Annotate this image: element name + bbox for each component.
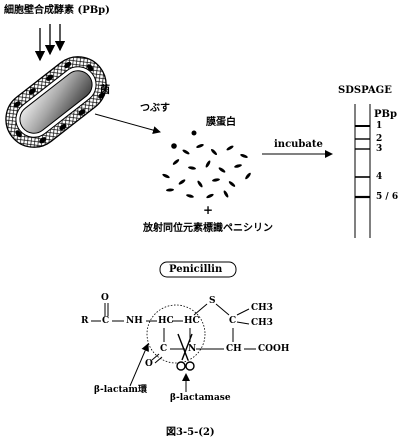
pbp-dots bbox=[13, 61, 106, 144]
atom-hc-2: HC bbox=[184, 316, 200, 326]
band-2-label: 2 bbox=[376, 134, 383, 144]
penicillin-title-box bbox=[159, 261, 237, 278]
atom-ch3-a: CH3 bbox=[251, 303, 273, 313]
enzyme-label: 細胞壁合成酵素 (PBp) bbox=[4, 5, 110, 16]
radiolabeled-penicillin-label: 放射同位元素標識ペニシリン bbox=[143, 223, 273, 234]
atom-n: N bbox=[188, 344, 197, 354]
band-1-label: 1 bbox=[376, 121, 383, 131]
crush-label: つぶす bbox=[140, 103, 170, 114]
sds-page-title: SDSPAGE bbox=[338, 85, 392, 96]
atom-o-bottom: O bbox=[145, 359, 153, 369]
incubate-label: incubate bbox=[274, 139, 323, 150]
pbp-column-header: PBp bbox=[374, 109, 397, 120]
cell-label: 菌 bbox=[100, 85, 110, 96]
membrane-fragments bbox=[162, 130, 251, 199]
scissors-icon bbox=[176, 333, 195, 371]
atom-hc-1: HC bbox=[158, 316, 174, 326]
atom-cooh: COOH bbox=[258, 344, 290, 354]
enzyme-arrows bbox=[34, 24, 66, 62]
penicillin-bonds bbox=[91, 303, 256, 364]
band-5-6-label: 5 / 6 bbox=[376, 192, 399, 202]
atom-c-quaternary: C bbox=[229, 316, 237, 326]
band-3-label: 3 bbox=[376, 144, 383, 154]
atom-c-lactam: C bbox=[160, 344, 168, 354]
atom-c-carbonyl: C bbox=[102, 316, 110, 326]
membrane-protein-label: 膜蛋白 bbox=[206, 117, 236, 128]
atom-o-top: O bbox=[101, 293, 109, 303]
beta-lactam-ring-label: β-lactam環 bbox=[94, 385, 147, 395]
atom-r: R bbox=[81, 316, 89, 326]
penicillin-title: Penicillin bbox=[169, 264, 223, 275]
beta-lactamase-label: β-lactamase bbox=[170, 393, 231, 403]
plus-sign: + bbox=[203, 203, 214, 217]
band-4-label: 4 bbox=[376, 172, 383, 182]
figure-caption: 図3-5-(2) bbox=[166, 427, 215, 438]
pointer-lines bbox=[129, 343, 190, 392]
lactam-ring-highlight bbox=[146, 304, 206, 364]
atom-ch: CH bbox=[226, 344, 242, 354]
atom-s: S bbox=[209, 296, 216, 306]
gel-lane bbox=[354, 104, 371, 238]
atom-nh: NH bbox=[126, 316, 143, 326]
atom-ch3-b: CH3 bbox=[251, 318, 273, 328]
bacterium-cell bbox=[5, 56, 107, 148]
crush-arrow bbox=[94, 113, 161, 134]
